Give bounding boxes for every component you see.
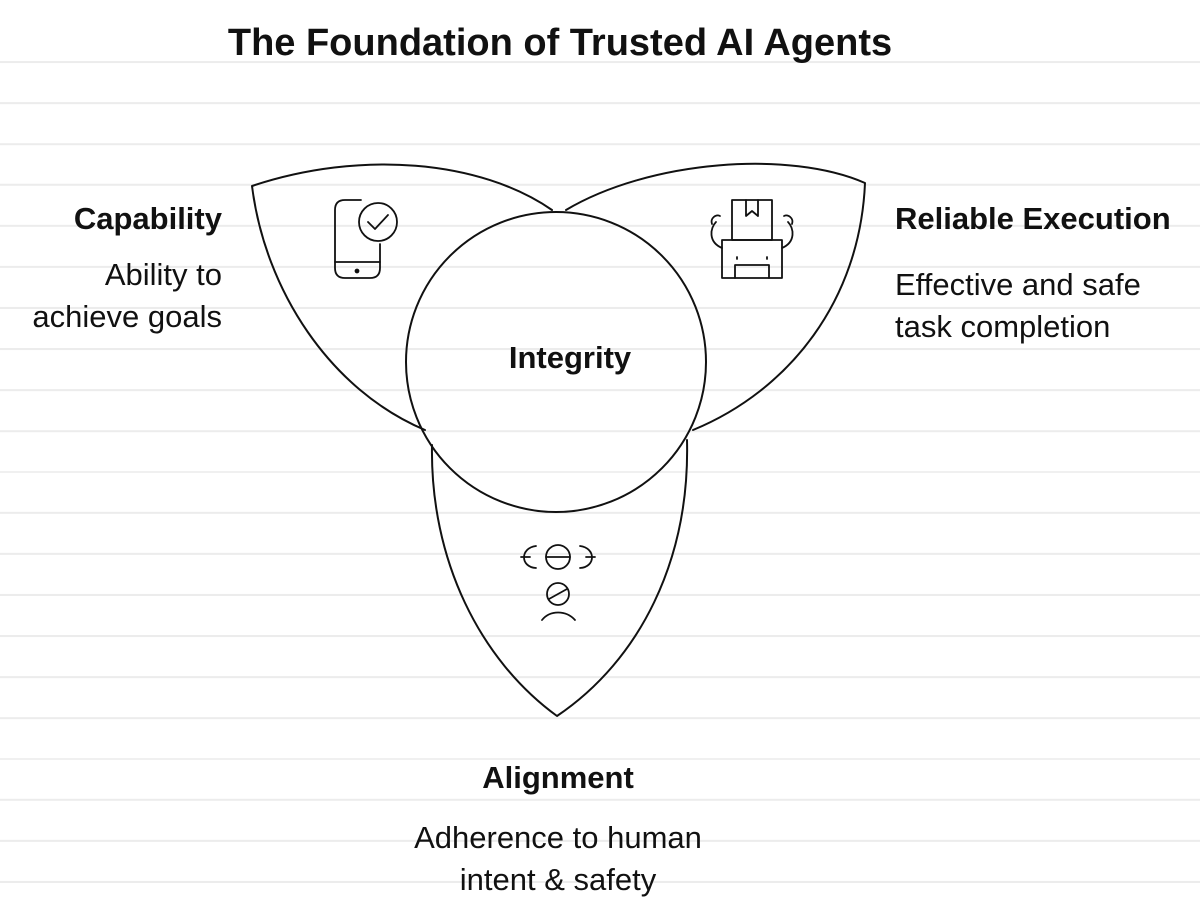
integrity-label: Integrity <box>508 340 632 375</box>
alignment-label: Alignment Adherence to human intent & sa… <box>358 757 758 901</box>
capability-desc-line1: Ability to <box>104 257 222 292</box>
reliable-execution-desc-line2: task completion <box>895 309 1111 344</box>
capability-petal <box>251 163 553 431</box>
reliable-execution-petal <box>565 162 866 431</box>
alignment-desc-line1: Adherence to human <box>414 820 702 855</box>
smartphone-check-icon <box>334 199 398 279</box>
alignment-description: Adherence to human intent & safety <box>358 817 758 901</box>
reliable-execution-desc-line1: Effective and safe <box>895 267 1141 302</box>
robot-package-icon <box>710 199 794 279</box>
capability-label: Capability Ability to achieve goals <box>0 198 222 338</box>
capability-title: Capability <box>73 201 222 236</box>
reliable-execution-label: Reliable Execution Effective and safe ta… <box>895 198 1195 348</box>
people-alignment-icon <box>520 544 596 621</box>
alignment-desc-line2: intent & safety <box>459 862 657 897</box>
reliable-execution-title: Reliable Execution <box>895 201 1171 236</box>
capability-description: Ability to achieve goals <box>0 254 222 338</box>
diagram-title: The Foundation of Trusted AI Agents <box>227 22 893 64</box>
alignment-petal <box>430 439 689 717</box>
alignment-title: Alignment <box>482 760 634 795</box>
capability-desc-line2: achieve goals <box>32 299 222 334</box>
reliable-execution-description: Effective and safe task completion <box>895 264 1195 348</box>
integrity-circle <box>405 211 707 513</box>
